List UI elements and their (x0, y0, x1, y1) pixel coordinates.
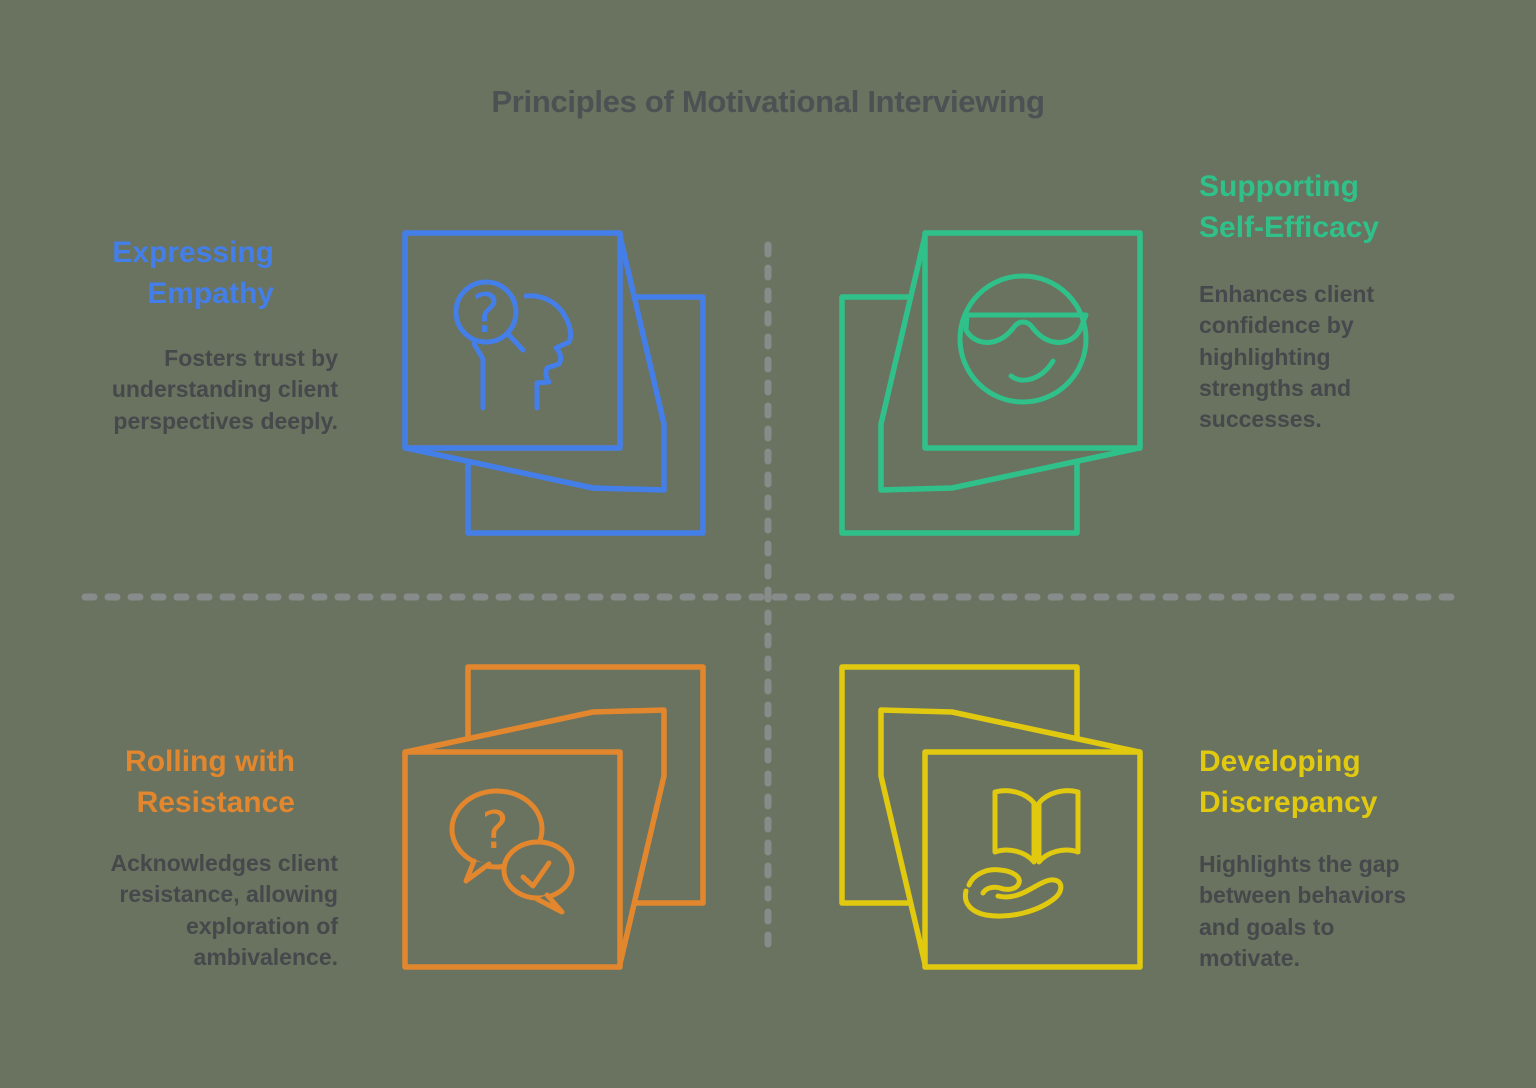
cool-smiley-sunglasses-cube-icon (839, 230, 1143, 536)
hand-thumb-line (966, 867, 1022, 896)
face-outline (957, 273, 1089, 405)
check-bubble-icon (501, 839, 575, 901)
question-check-speech-bubbles-cube-icon: ? (402, 664, 706, 970)
folded-cube-shape (402, 664, 706, 970)
magnifier-handle-icon (505, 331, 526, 353)
question-mark-glyph: ? (472, 282, 501, 345)
quadrant-description: Fosters trust by understanding client pe… (111, 345, 338, 434)
book-right-page (1036, 788, 1081, 865)
head-with-magnifier-glyph: ? (453, 279, 574, 411)
quadrant-heading: Developing Discrepancy (1199, 745, 1378, 820)
quadrant-description: Acknowledges client resistance, allowing… (110, 850, 338, 970)
magnifier-lens-icon (453, 279, 519, 345)
page-title: Principles of Motivational Interviewing (491, 84, 1045, 119)
quadrant-description: Enhances client confidence by highlighti… (1199, 281, 1375, 433)
check-bubble-tail (534, 892, 565, 915)
sunglasses-icon (963, 312, 1089, 346)
quadrant-heading: Expressing Empathy (112, 236, 274, 311)
head-profile-magnifier-question-cube-icon: ? (402, 230, 706, 536)
book-on-hand-glyph (962, 788, 1081, 919)
question-mark-glyph: ? (481, 801, 509, 861)
folded-cube-shape (402, 230, 706, 536)
folded-cube-shape (839, 230, 1143, 536)
speech-bubbles-glyph: ? (449, 788, 575, 915)
quadrant-heading: Supporting Self-Efficacy (1199, 170, 1380, 245)
smiley-face-sunglasses-glyph (957, 273, 1089, 405)
hand-palm-line (962, 877, 1064, 919)
folded-cube-shape (839, 664, 1143, 970)
smile-mouth (1008, 358, 1056, 383)
book-left-page (992, 788, 1037, 865)
quadrant-heading: Rolling with Resistance (125, 745, 295, 820)
question-bubble-tail (463, 858, 492, 884)
question-bubble-icon (449, 788, 545, 870)
open-book-on-hand-cube-icon (839, 664, 1143, 970)
check-mark-icon (520, 860, 552, 889)
quadrant-description: Highlights the gap between behaviors and… (1199, 851, 1407, 971)
